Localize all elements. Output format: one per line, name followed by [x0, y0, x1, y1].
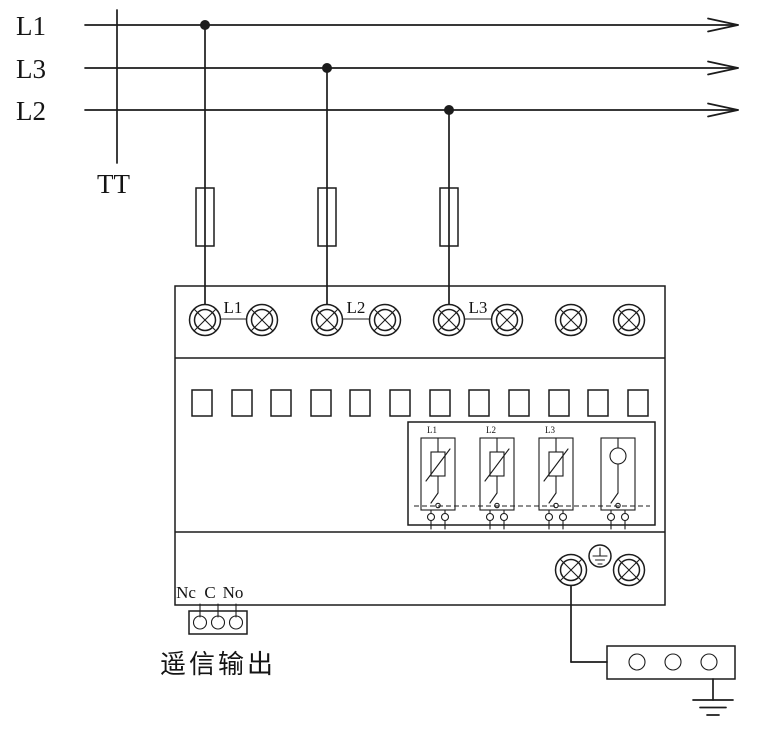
- screw-terminal-8: [612, 303, 646, 337]
- disconnect-blade: [430, 492, 439, 504]
- phase-line-l2: L2: [16, 96, 739, 126]
- earth-screw-terminal-2: [612, 553, 646, 587]
- busbar-hole: [700, 653, 718, 671]
- module-bottom-terminal: [499, 512, 509, 522]
- disconnect-blade: [548, 492, 557, 504]
- din-clip: [468, 389, 490, 417]
- spd-module-4: [600, 437, 636, 530]
- din-clip: [548, 389, 570, 417]
- fuse-l3: [317, 187, 337, 247]
- pe-terminal-symbol: [588, 544, 612, 568]
- top-terminal-row: L1 L2 L3: [188, 298, 646, 337]
- phase-line-l3: L3: [16, 54, 739, 84]
- fuse-l2: [439, 187, 459, 247]
- din-clip: [270, 389, 292, 417]
- module-label-l2: L2: [486, 425, 496, 435]
- relay-terminal-strip: Nc C No 遥信输出: [160, 583, 276, 679]
- relay-terminal-c: [210, 615, 226, 630]
- screw-terminal-4: [368, 303, 402, 337]
- module-bottom-terminal: [485, 512, 495, 522]
- screw-terminal-2: [245, 303, 279, 337]
- module-bottom-terminal: [620, 512, 630, 522]
- earthing-system-label: TT: [97, 169, 130, 199]
- screw-terminal-3: [310, 303, 344, 337]
- din-clip: [310, 389, 332, 417]
- module-schematic-box: L1 L2: [407, 421, 656, 530]
- din-clip: [349, 389, 371, 417]
- spd-device-body: [174, 285, 666, 606]
- screw-terminal-6: [490, 303, 524, 337]
- terminal-label-l1: L1: [224, 298, 243, 317]
- earth-connection: [570, 584, 736, 716]
- spd-module-3: L3: [538, 425, 574, 530]
- fuse-l1: [195, 187, 215, 247]
- earth-busbar: [606, 645, 736, 680]
- screw-terminal-7: [554, 303, 588, 337]
- drop-wire-l2: [439, 109, 459, 306]
- din-clip: [389, 389, 411, 417]
- din-clip: [231, 389, 253, 417]
- din-clip: [508, 389, 530, 417]
- busbar-hole: [664, 653, 682, 671]
- arrowhead-l2: [707, 102, 739, 111]
- module-bottom-terminal: [426, 512, 436, 522]
- disconnect-blade: [610, 492, 619, 504]
- screw-terminal-1: [188, 303, 222, 337]
- din-clip: [429, 389, 451, 417]
- relay-terminal-block: [188, 610, 248, 635]
- relay-terminal-no: [228, 615, 244, 630]
- ground-symbol: [692, 699, 734, 716]
- din-clip: [627, 389, 649, 417]
- terminal-label-l3: L3: [469, 298, 488, 317]
- remote-signal-output-label: 遥信输出: [160, 650, 276, 679]
- earthing-system-marker: TT: [97, 9, 130, 199]
- module-label-l3: L3: [545, 425, 555, 435]
- phase-line-l1: L1: [16, 11, 739, 41]
- relay-label-nc: Nc: [176, 583, 196, 602]
- drop-wire-l3: [317, 67, 337, 306]
- din-clip: [191, 389, 213, 417]
- arrowhead-l1: [707, 17, 739, 26]
- din-clip: [587, 389, 609, 417]
- module-bottom-terminal: [440, 512, 450, 522]
- gas-discharge-tube-symbol: [609, 447, 627, 465]
- spd-module-1: L1: [420, 425, 456, 530]
- module-box-outline: [407, 421, 656, 526]
- terminal-label-l2: L2: [347, 298, 366, 317]
- relay-label-c: C: [204, 583, 215, 602]
- module-bottom-terminal: [558, 512, 568, 522]
- earth-screw-terminal-1: [554, 553, 588, 587]
- module-bottom-terminal: [544, 512, 554, 522]
- disconnect-blade: [489, 492, 498, 504]
- arrowhead-l3: [707, 60, 739, 69]
- relay-label-no: No: [223, 583, 244, 602]
- screw-terminal-5: [432, 303, 466, 337]
- device-outline: [174, 285, 666, 606]
- spd-module-2: L2: [479, 425, 515, 530]
- earth-terminal-group: [554, 544, 646, 587]
- phase-label-l2: L2: [16, 96, 46, 126]
- din-clip-row: [191, 389, 649, 417]
- module-bottom-terminal: [606, 512, 616, 522]
- drop-wire-l1: [195, 24, 215, 306]
- module-label-l1: L1: [427, 425, 437, 435]
- busbar-hole: [628, 653, 646, 671]
- phase-label-l1: L1: [16, 11, 46, 41]
- relay-terminal-nc: [192, 615, 208, 630]
- phase-label-l3: L3: [16, 54, 46, 84]
